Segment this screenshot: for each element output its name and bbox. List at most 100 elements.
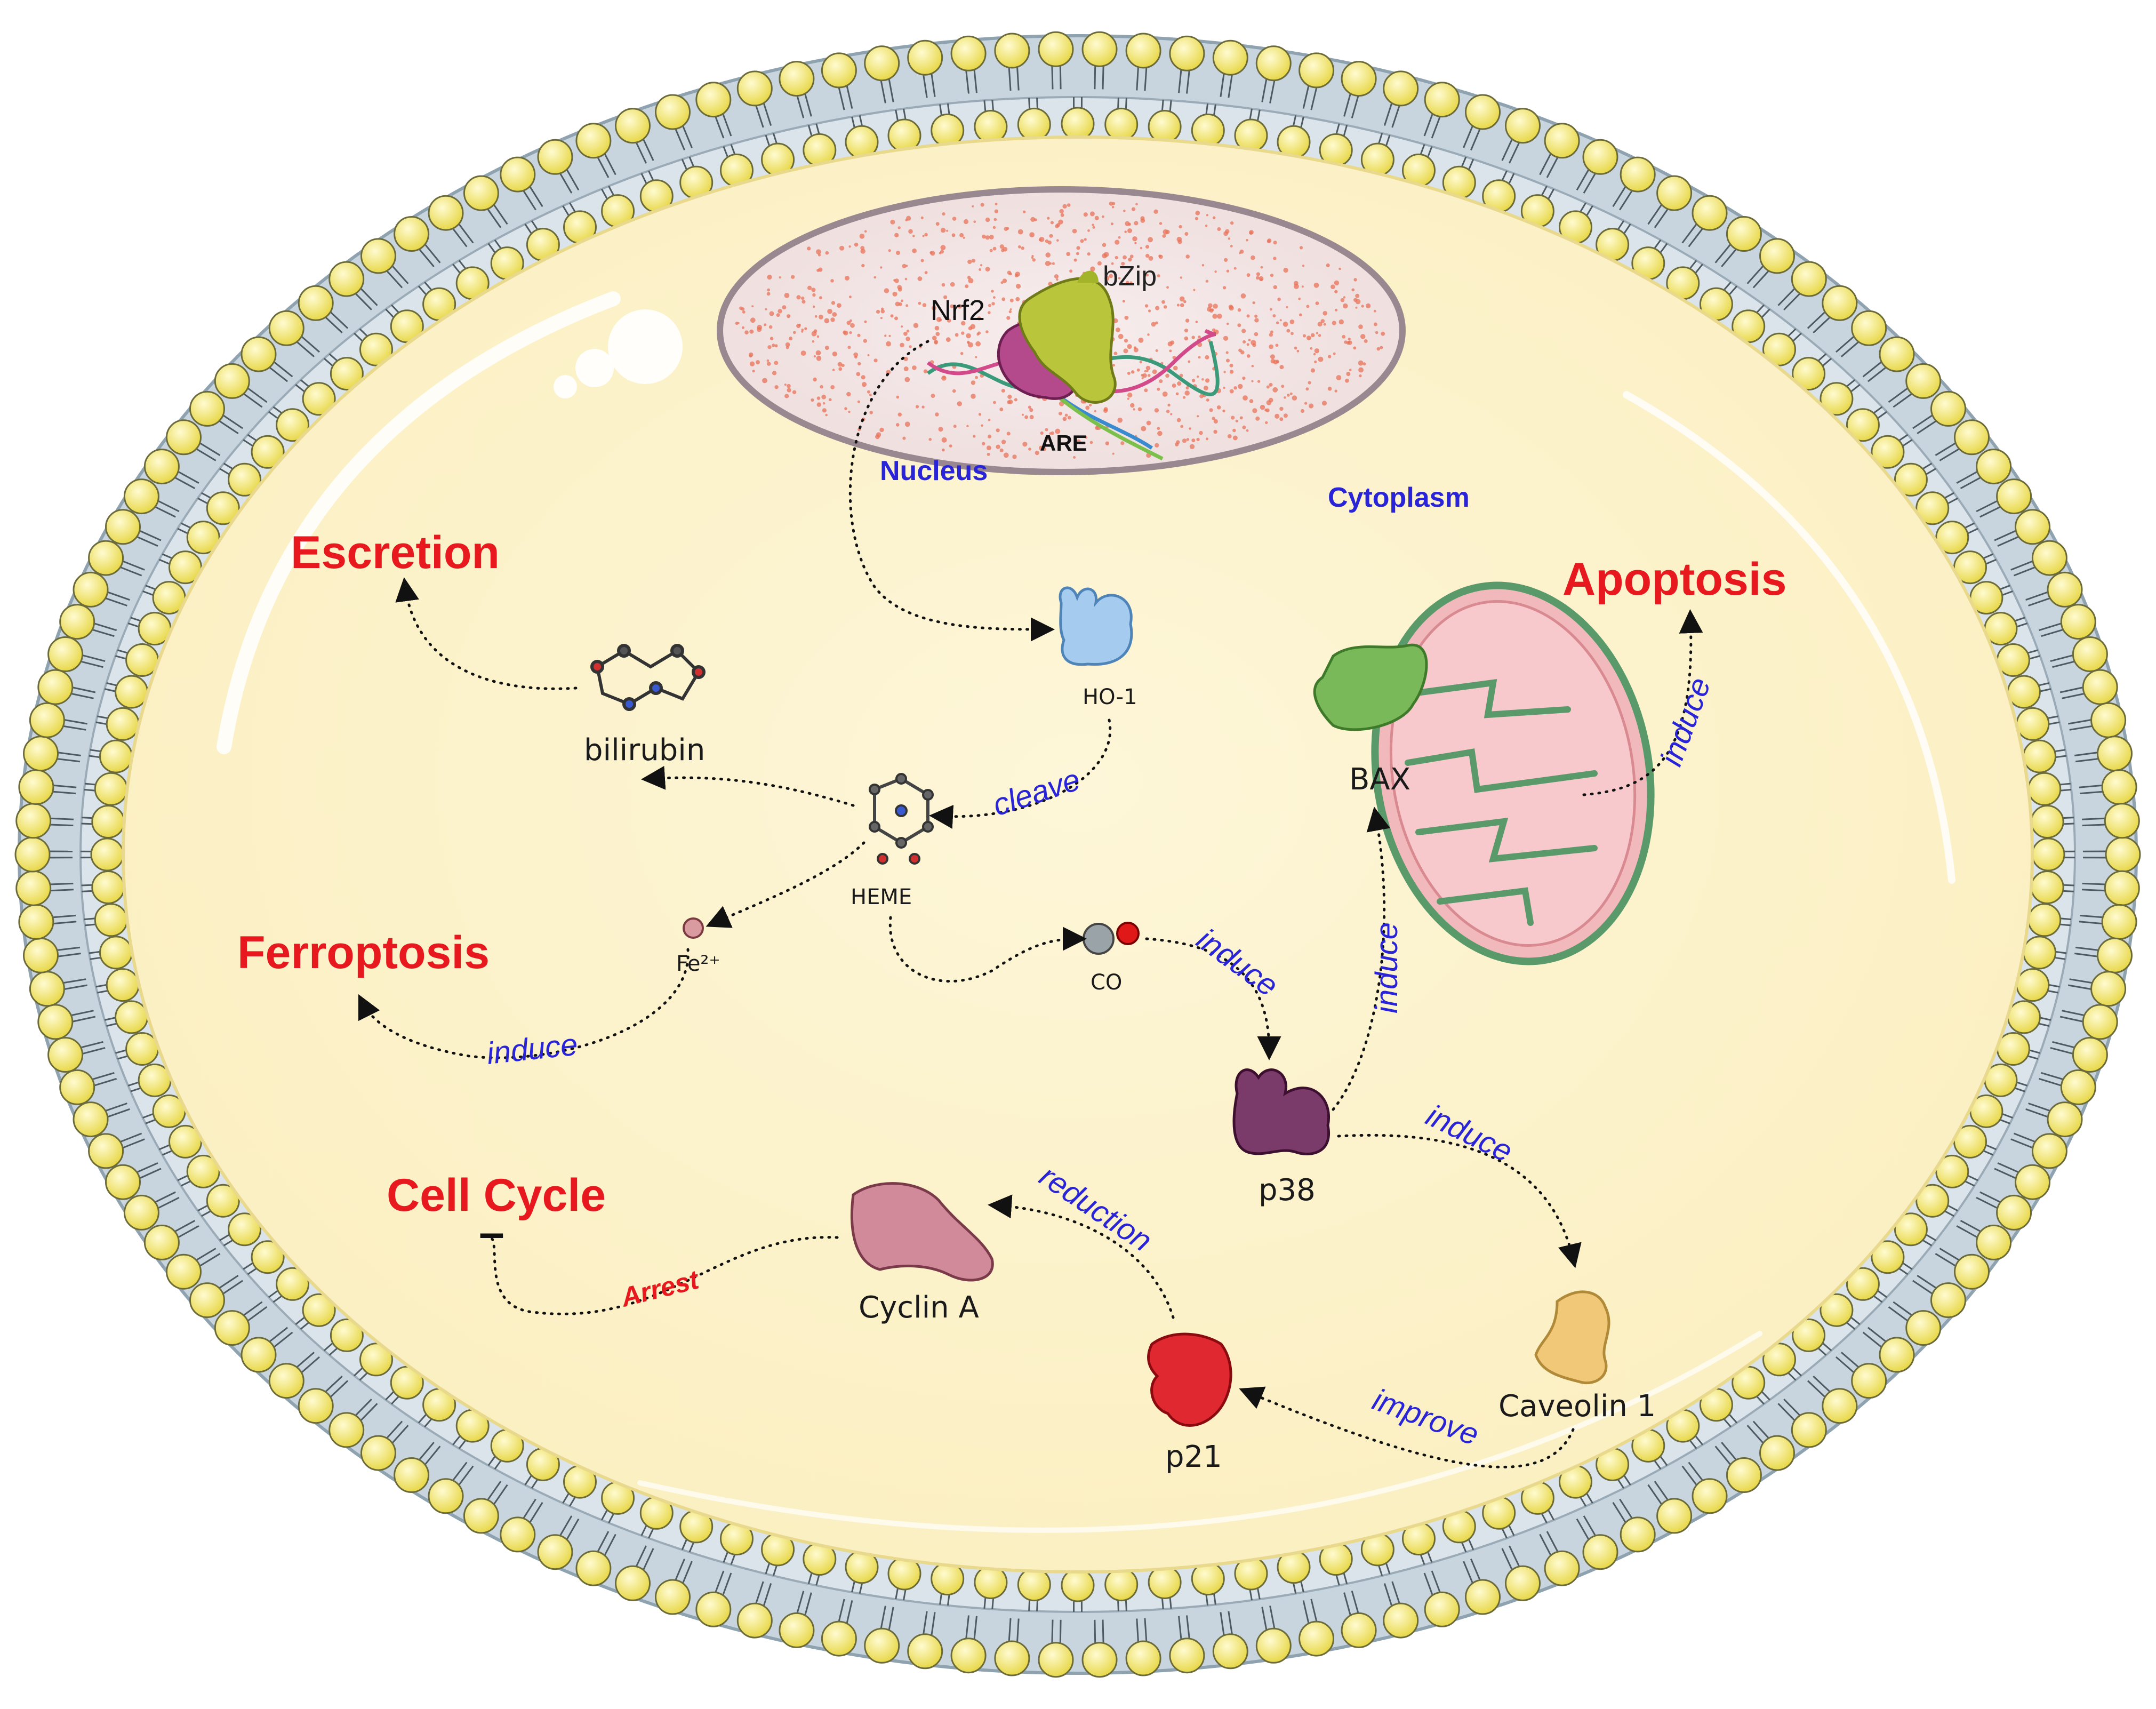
chromatin-dot [1237,323,1241,328]
chromatin-dot [1175,392,1179,396]
chromatin-dot [896,423,900,427]
cytoplasm [122,135,2034,1574]
chromatin-dot [973,435,976,438]
co-label: CO [1091,970,1122,995]
chromatin-dot [1105,441,1109,445]
chromatin-dot [988,311,991,314]
chromatin-dot [900,342,904,348]
chromatin-dot [996,444,1000,449]
chromatin-dot [1223,336,1229,341]
chromatin-dot [981,424,983,427]
chromatin-dot [873,276,876,279]
chromatin-dot [879,427,884,433]
chromatin-dot [1313,353,1316,356]
chromatin-dot [1286,329,1291,333]
lipid-head [2007,675,2041,709]
lipid-head [99,739,133,773]
chromatin-dot [1362,362,1366,366]
chromatin-dot [844,407,847,410]
chromatin-dot [1127,228,1132,233]
chromatin-dot [813,355,816,358]
chromatin-dot [1073,258,1077,262]
chromatin-dot [1292,395,1297,401]
chromatin-dot [952,217,957,221]
lipid-head [228,1212,262,1247]
caveolin-label: Caveolin 1 [1498,1389,1656,1424]
chromatin-dot [1186,438,1190,441]
chromatin-dot [1094,410,1096,413]
chromatin-dot [896,251,900,255]
chromatin-dot [1121,261,1125,266]
lipid-head [1061,1568,1095,1602]
chromatin-dot [880,317,883,320]
lipid-head [537,1534,573,1570]
lipid-head [15,803,52,839]
chromatin-dot [1353,278,1357,282]
pathway-arrows [358,340,1703,1468]
chromatin-dot [945,337,951,342]
chromatin-dot [1148,256,1153,261]
chromatin-dot [1045,239,1049,243]
chromatin-dot [1084,238,1087,241]
chromatin-dot [971,258,976,263]
lipid-head [186,1154,220,1188]
chromatin-dot [904,421,910,427]
chromatin-dot [905,337,910,341]
chromatin-dot [1199,394,1204,398]
p21-label: p21 [1165,1440,1222,1474]
chromatin-dot [1158,254,1161,258]
chromatin-dot [941,376,947,381]
chromatin-dot [977,316,981,321]
mitochondrion [1371,581,1655,965]
lipid-head [2090,702,2127,738]
chromatin-dot [1177,381,1182,386]
chromatin-dot [1276,321,1279,324]
chromatin-dot [965,284,969,289]
chromatin-dot [750,317,756,323]
chromatin-dot [1049,234,1053,238]
lipid-head [1656,175,1693,211]
lipid-head [328,261,365,297]
chromatin-dot [1112,202,1116,205]
chromatin-dot [1326,263,1330,268]
chromatin-dot [1251,255,1255,260]
chromatin-dot [1212,314,1217,319]
lipid-head [330,1318,364,1352]
vesicle [575,349,614,387]
chromatin-dot [1126,281,1129,284]
chromatin-dot [940,245,946,251]
lipid-head [1169,1638,1205,1674]
chromatin-dot [1155,443,1159,448]
lipid-head [276,408,310,442]
lipid-head [950,35,987,71]
chromatin-dot [820,385,823,389]
chromatin-dot [1161,300,1165,304]
chromatin-dot [1203,386,1208,390]
chromatin-dot [822,408,827,413]
chromatin-dot [1340,298,1345,302]
chromatin-dot [749,361,755,366]
chromatin-dot [752,370,755,373]
chromatin-dot [1269,333,1273,337]
lipid-head [1930,1282,1966,1319]
chromatin-dot [999,408,1004,411]
chromatin-dot [1118,277,1121,279]
chromatin-dot [1045,252,1051,258]
chromatin-dot [1024,415,1029,419]
chromatin-dot [880,266,883,269]
chromatin-dot [1127,344,1132,349]
lipid-head [2027,772,2062,806]
chromatin-dot [934,325,940,331]
lipid-head [189,390,225,427]
chromatin-dot [913,323,919,328]
lipid-head [1582,1534,1618,1570]
chromatin-dot [1062,204,1067,209]
chromatin-dot [861,375,865,380]
chromatin-dot [1239,249,1244,254]
chromatin-dot [1182,438,1187,443]
chromatin-dot [1286,306,1288,308]
chromatin-dot [816,402,822,407]
lipid-head [2101,769,2137,805]
chromatin-dot [1331,284,1335,289]
chromatin-dot [951,233,956,237]
